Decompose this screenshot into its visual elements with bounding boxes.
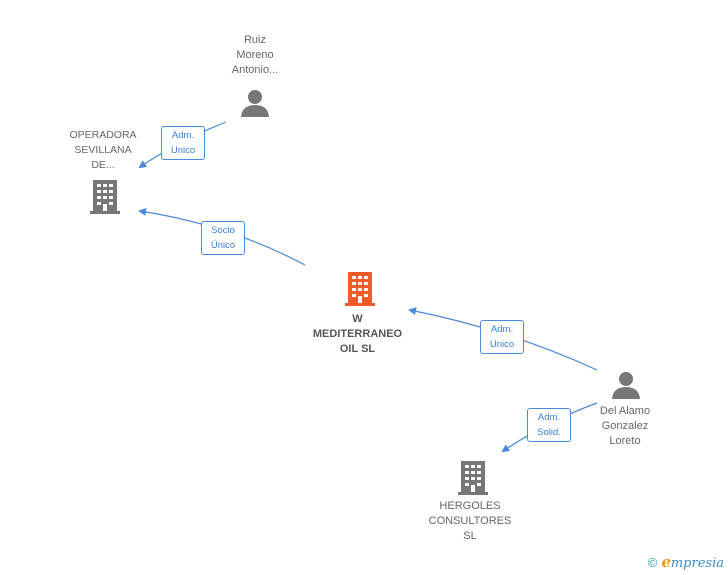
edge-label-main-operadora[interactable]: Socio Único xyxy=(201,221,245,255)
brand-name: mpresia xyxy=(670,556,724,571)
brand-footer[interactable]: © empresia xyxy=(648,553,724,571)
main-building-icon[interactable] xyxy=(344,272,376,306)
edge-label-line: Adm. xyxy=(490,324,514,335)
edge-label-ruiz-operadora[interactable]: Adm. Unico xyxy=(161,126,205,160)
edge-label-delalamo-hergoles[interactable]: Adm. Solid. xyxy=(527,408,571,442)
node-label-ruiz[interactable]: Ruiz Moreno Antonio... xyxy=(231,34,279,76)
edge-label-line: Adm. xyxy=(171,130,195,141)
edge-label-line: Unico xyxy=(170,145,196,156)
node-label-delalamo[interactable]: Del Alamo Gonzalez Loreto xyxy=(599,405,651,447)
edge-label-delalamo-main[interactable]: Adm. Unico xyxy=(480,320,524,354)
node-label-main[interactable]: W MEDITERRANEO OIL SL xyxy=(312,313,403,355)
node-label-hergoles[interactable]: HERGOLES CONSULTORES SL xyxy=(428,500,512,542)
building-icon[interactable] xyxy=(457,461,489,495)
edge-label-line: Adm. xyxy=(537,412,561,423)
edge-label-line: Unico xyxy=(489,339,515,350)
edge-label-line: Único xyxy=(210,240,236,251)
node-label-operadora[interactable]: OPERADORA SEVILLANA DE... xyxy=(69,129,137,171)
building-icon[interactable] xyxy=(89,180,121,214)
edge-label-line: Socio xyxy=(211,225,235,236)
copyright-symbol: © xyxy=(647,554,658,570)
person-icon[interactable] xyxy=(611,370,641,400)
brand-logo: empresia xyxy=(661,553,724,571)
edge-label-line: Solid. xyxy=(537,427,561,438)
person-icon[interactable] xyxy=(240,88,270,118)
brand-initial: e xyxy=(661,553,671,571)
